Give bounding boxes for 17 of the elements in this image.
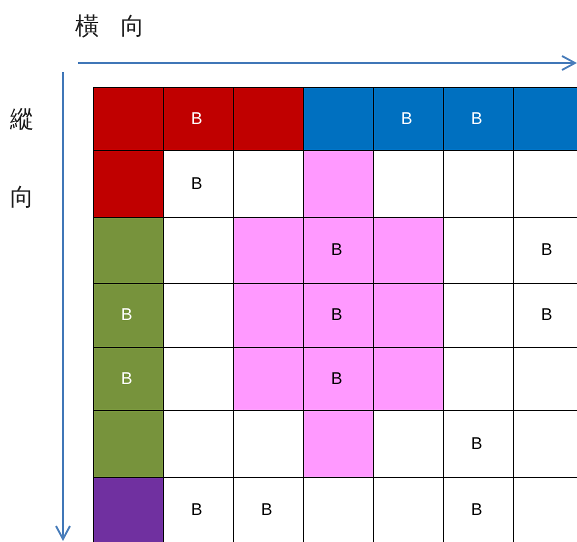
cell-letter: B: [541, 240, 552, 260]
cell-letter: B: [191, 109, 202, 129]
cell-letter: B: [471, 500, 482, 520]
cell-letter: B: [471, 434, 482, 454]
cell-letter: B: [331, 240, 342, 260]
cell-letter: B: [121, 369, 132, 389]
cell-letter: B: [191, 174, 202, 194]
cell-letter: B: [331, 305, 342, 325]
cell-letter: B: [331, 369, 342, 389]
cell-letter: B: [401, 109, 412, 129]
cell-letter: B: [541, 305, 552, 325]
axis-label: 橫向: [75, 11, 168, 42]
cell-letter: B: [261, 500, 272, 520]
cell-letter: B: [471, 109, 482, 129]
cell-letter: B: [121, 305, 132, 325]
cell-letter: B: [191, 500, 202, 520]
axis-label: 縱向: [10, 104, 35, 213]
